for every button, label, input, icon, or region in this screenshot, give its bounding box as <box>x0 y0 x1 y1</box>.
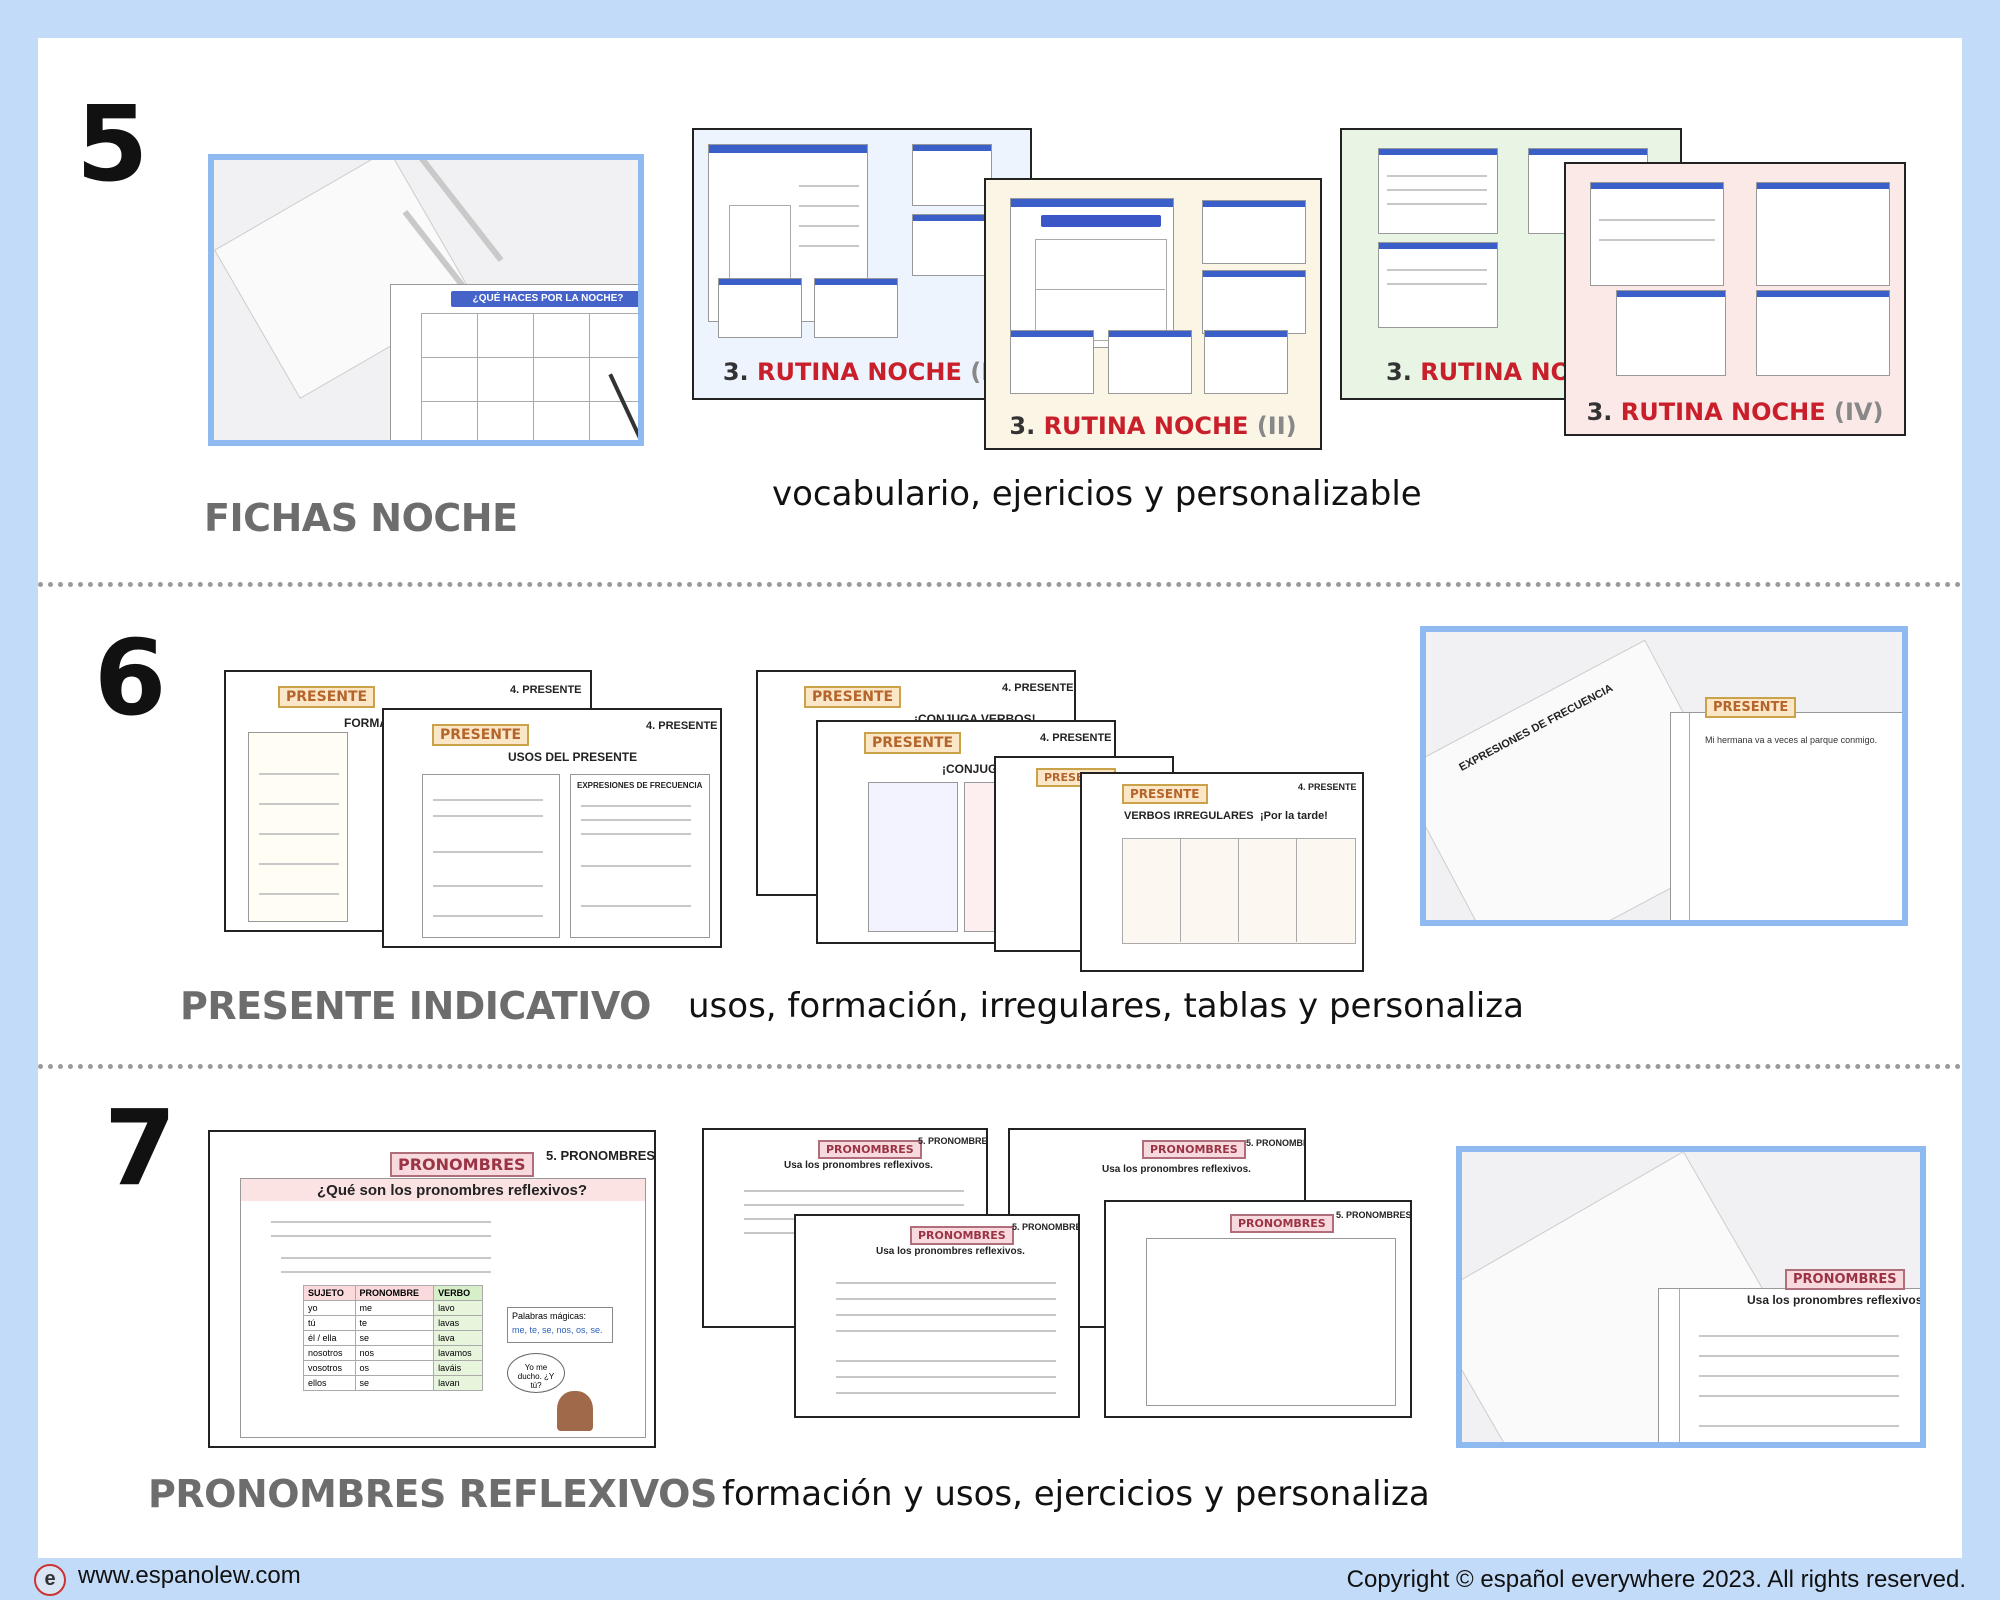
card-header: 5. PRONOMBRES <box>546 1148 656 1163</box>
section-title: PRESENTE INDICATIVO <box>180 984 651 1028</box>
speech-bubble: Yo me ducho. ¿Y tú? <box>517 1363 555 1390</box>
section-description: formación y usos, ejercicios y personali… <box>722 1474 1430 1514</box>
fichas-noche-photo: ¿QUÉ HACES POR LA NOCHE? <box>208 154 644 446</box>
magic-words: me, te, se, nos, os, se. <box>512 1325 603 1335</box>
website-link[interactable]: www.espanolew.com <box>78 1562 301 1589</box>
card-header: 4. PRESENTE <box>1040 732 1112 744</box>
presente-tag: PRESENTE <box>864 732 962 754</box>
presente-tag: PRESENTE <box>432 724 530 746</box>
section-description: usos, formación, irregulares, tablas y p… <box>688 986 1524 1026</box>
footer: e www.espanolew.com Copyright © español … <box>0 1558 2000 1600</box>
presente-photo: EXPRESIONES DE FRECUENCIA PRESENTE Mi he… <box>1420 626 1908 926</box>
card-question: ¿Qué son los pronombres reflexivos? <box>317 1182 588 1199</box>
card-header: 4. PRESENTE <box>1298 782 1357 792</box>
photo-heading: Usa los pronombres reflexivos <box>1747 1293 1923 1307</box>
night-worksheet-banner: ¿QUÉ HACES POR LA NOCHE? <box>451 291 638 307</box>
pronombres-tag: PRONOMBRES <box>1785 1269 1905 1290</box>
pronombres-tag: PRONOMBRES <box>1142 1140 1246 1159</box>
section-number: 7 <box>104 1087 177 1209</box>
rutina-noche-card-4: 3. RUTINA NOCHE (IV) <box>1564 162 1906 436</box>
card-heading: Usa los pronombres reflexivos. <box>784 1160 933 1171</box>
section-description: vocabulario, ejericios y personalizable <box>772 474 1422 514</box>
card-title: 3. RUTINA NOCHE (I) <box>722 358 1001 386</box>
card-heading: FORMA <box>344 716 388 730</box>
card-header: 4. PRESENTE <box>646 720 718 732</box>
magic-words-label: Palabras mágicas: <box>512 1311 587 1321</box>
pronombres-tag: PRONOMBRES <box>818 1140 922 1159</box>
rutina-noche-card-2: 3. RUTINA NOCHE (II) <box>984 178 1322 450</box>
section-title: FICHAS NOCHE <box>204 496 518 540</box>
side-heading: EXPRESIONES DE FRECUENCIA <box>577 781 703 790</box>
copyright-text: Copyright © español everywhere 2023. All… <box>1346 1566 1966 1593</box>
pronombres-reflexivos-card: PRONOMBRES 5. PRONOMBRES ¿Qué son los pr… <box>208 1130 656 1448</box>
pronombres-exercise-card-3: PRONOMBRES 5. PRONOMBRES Usa los pronomb… <box>794 1214 1080 1418</box>
presente-irregulares-card: PRESENTE 4. PRESENTE VERBOS IRREGULARES … <box>1080 772 1364 972</box>
card-heading: Usa los pronombres reflexivos. <box>876 1246 1025 1257</box>
card-header: 5. PRONOMBRES <box>1012 1222 1080 1232</box>
card-heading: VERBOS IRREGULARES <box>1124 810 1254 822</box>
section-divider <box>38 582 1962 587</box>
card-header: 5. PRONOMBRES <box>918 1136 988 1146</box>
side-heading: ¡Por la tarde! <box>1260 810 1328 822</box>
section-divider <box>38 1064 1962 1069</box>
rutina-noche-card-1: 3. RUTINA NOCHE (I) <box>692 128 1032 400</box>
card-heading: Usa los pronombres reflexivos. <box>1102 1164 1251 1175</box>
card-header: 4. PRESENTE <box>1002 682 1074 694</box>
card-header: 5. PRONOMBRES <box>1336 1210 1412 1220</box>
card-header: 5. PRONOMBRES <box>1246 1138 1304 1148</box>
presente-tag: PRESENTE <box>278 686 376 708</box>
presente-tag: PRESENTE <box>1122 784 1208 804</box>
pronombres-tag: PRONOMBRES <box>1230 1214 1334 1233</box>
espanol-everywhere-logo: e <box>34 1564 66 1596</box>
pronombres-exercise-card-4: PRONOMBRES 5. PRONOMBRES <box>1104 1200 1412 1418</box>
pronombres-tag: PRONOMBRES <box>390 1152 534 1177</box>
photo-sentence: Mi hermana va a veces al parque conmigo. <box>1705 735 1878 745</box>
section-number: 5 <box>76 83 149 205</box>
card-header: 4. PRESENTE <box>510 684 582 696</box>
presente-tag: PRESENTE <box>804 686 902 708</box>
section-number: 6 <box>94 617 167 739</box>
presente-tag: PRESENTE <box>1705 697 1797 718</box>
pronombres-photo: PRONOMBRES Usa los pronombres reflexivos <box>1456 1146 1926 1448</box>
card-heading: USOS DEL PRESENTE <box>508 750 638 764</box>
card-title: 3. RUTINA NOCHE (IV) <box>1586 398 1884 426</box>
section-title: PRONOMBRES REFLEXIVOS <box>148 1472 717 1516</box>
card-title: 3. RUTINA NOCHE (II) <box>1009 412 1297 440</box>
pronombres-tag: PRONOMBRES <box>910 1226 1014 1245</box>
presente-usos-card-front: PRESENTE 4. PRESENTE USOS DEL PRESENTE E… <box>382 708 722 948</box>
